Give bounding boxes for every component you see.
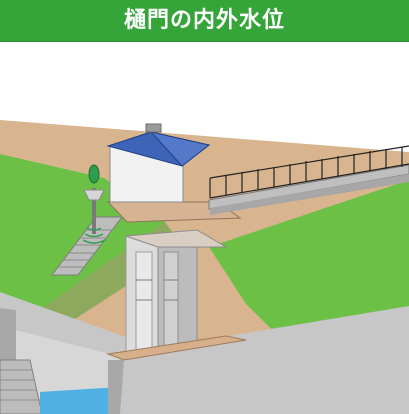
bridge-railing	[209, 145, 409, 199]
water-level-sensor-icon	[88, 164, 100, 184]
sensor-pole	[92, 188, 96, 234]
lower-stairs-lines	[0, 369, 40, 401]
gate-house-chimney	[145, 123, 162, 133]
front-wall-top	[106, 335, 247, 361]
walkway-bridge	[208, 164, 409, 210]
sensor-waves	[82, 227, 106, 244]
front-wall-edge	[108, 360, 124, 414]
title-bar: 樋門の内外水位	[0, 0, 409, 42]
sluice-gate-scene	[0, 42, 409, 414]
walkway-bridge-shadow	[210, 174, 409, 215]
gate-house-roof-side	[149, 131, 211, 167]
sluice-gate-diagram	[0, 120, 409, 414]
sensor-mount	[83, 189, 105, 201]
gate-tower-top	[125, 229, 228, 248]
front-concrete-wall	[108, 306, 409, 414]
page-title: 樋門の内外水位	[123, 7, 285, 33]
gate-slot-lines	[136, 279, 178, 301]
